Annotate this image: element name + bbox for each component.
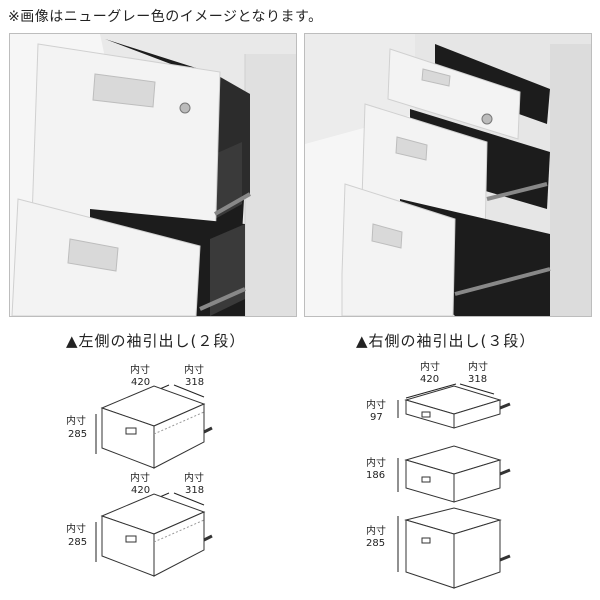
dim-depth-value: 318 (185, 377, 204, 388)
right-drawer-diagram-2: 内寸 186 (366, 445, 511, 503)
dim-depth-value: 318 (185, 485, 204, 496)
dim-height-value: 285 (68, 537, 87, 548)
left-cabinet-photo (9, 33, 297, 317)
right-drawer-diagram-3: 内寸 285 (366, 507, 511, 589)
left-drawer-diagram-bottom: 内寸 420 内寸 318 内寸 285 (66, 471, 213, 577)
right-cabinet-photo (304, 33, 592, 317)
dim-height-value: 97 (370, 412, 383, 423)
dim-height-value: 285 (366, 538, 385, 549)
right-caption: ▲右側の袖引出し(３段） (356, 332, 536, 350)
dim-inner-label: 内寸 (468, 360, 488, 373)
dim-depth-value: 318 (468, 374, 487, 385)
dim-width-value: 420 (131, 377, 150, 388)
dim-inner-label: 内寸 (130, 471, 150, 484)
dim-width-value: 420 (420, 374, 439, 385)
dim-inner-label: 内寸 (366, 398, 386, 411)
dim-inner-label: 内寸 (184, 363, 204, 376)
dim-inner-label: 内寸 (184, 471, 204, 484)
left-drawer-diagram-top: 内寸 420 内寸 318 内寸 285 (66, 363, 213, 469)
dim-inner-label: 内寸 (130, 363, 150, 376)
left-caption: ▲左側の袖引出し(２段） (66, 332, 246, 350)
dim-height-value: 285 (68, 429, 87, 440)
right-drawer-diagram-1: 内寸 420 内寸 318 内寸 97 (366, 360, 511, 429)
dim-inner-label: 内寸 (366, 456, 386, 469)
dim-height-value: 186 (366, 470, 385, 481)
dim-inner-label: 内寸 (420, 360, 440, 373)
dim-inner-label: 内寸 (66, 522, 86, 535)
dim-inner-label: 内寸 (66, 414, 86, 427)
image-note: ※画像はニューグレー色のイメージとなります。 (8, 9, 323, 25)
dim-inner-label: 内寸 (366, 524, 386, 537)
dim-width-value: 420 (131, 485, 150, 496)
